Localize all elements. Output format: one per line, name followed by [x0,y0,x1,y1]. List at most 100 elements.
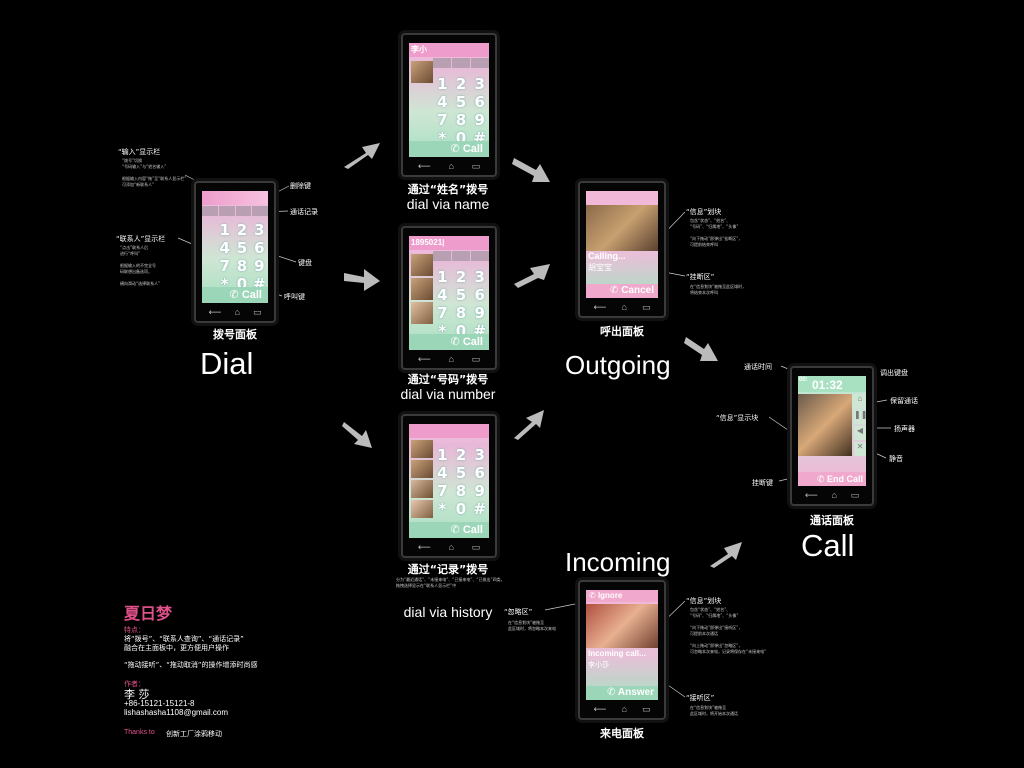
key[interactable]: 3 [254,221,265,239]
back-icon[interactable]: ⟵ [417,160,431,171]
hold-icon[interactable]: ❚❚ [854,410,866,424]
key[interactable]: 5 [236,239,248,257]
key[interactable]: 0 [455,322,467,340]
key[interactable]: 3 [474,446,485,464]
ann-call-log: 通话记录 [290,208,318,216]
keypad-icon[interactable]: ⌂ [854,394,866,408]
key[interactable]: 8 [236,257,248,275]
call-button[interactable]: ✆ Call [409,141,489,157]
key[interactable]: 4 [437,286,448,304]
key[interactable]: 6 [474,464,485,482]
key[interactable]: 4 [437,93,448,111]
input-bar[interactable] [202,191,268,205]
recent-apps-icon[interactable]: ▭ [471,160,481,171]
back-icon[interactable]: ⟵ [804,489,818,500]
key[interactable]: 4 [437,464,448,482]
home-icon[interactable]: ⌂ [448,354,454,364]
home-icon[interactable]: ⌂ [621,302,627,312]
key[interactable]: 5 [455,464,467,482]
call-caption: 通话面板 [810,514,854,527]
call-button[interactable]: ✆ Call [409,522,489,538]
key[interactable]: 1 [437,268,448,286]
key[interactable]: 8 [455,304,467,322]
key[interactable]: 2 [455,75,467,93]
ann-input-bar-note: “拨号”切换 “号码输入”与“姓名输入” 根据输入内容“拖”至“联系人显示栏” … [122,158,187,187]
key[interactable]: * [438,322,447,340]
key[interactable]: 7 [437,304,448,322]
recent-apps-icon[interactable]: ▭ [850,489,860,500]
back-icon[interactable]: ⟵ [417,541,431,552]
ignore-button[interactable]: ✆ Ignore [586,590,658,602]
back-icon[interactable]: ⟵ [208,306,222,317]
key[interactable]: 2 [236,221,248,239]
input-bar[interactable] [409,424,489,438]
keypad[interactable]: 1 2 3 4 5 6 7 8 9 * 0 # [216,221,268,293]
contact-photo[interactable] [411,61,433,83]
key[interactable]: 2 [455,446,467,464]
mute-icon[interactable]: ✕ [854,442,866,456]
home-icon[interactable]: ⌂ [831,490,837,500]
key[interactable]: 3 [474,268,485,286]
recent-apps-icon[interactable]: ▭ [641,301,651,312]
key[interactable]: 9 [474,304,485,322]
home-icon[interactable]: ⌂ [448,542,454,552]
back-icon[interactable]: ⟵ [593,301,607,312]
history-item[interactable] [411,500,433,518]
back-icon[interactable]: ⟵ [417,353,431,364]
call-title: Call [801,528,855,563]
key[interactable]: 1 [437,446,448,464]
contact-photo[interactable] [411,302,433,324]
key[interactable]: * [220,275,229,293]
key[interactable]: * [438,500,447,518]
call-controls: ⌂ ❚❚ ◀ ✕ [854,394,866,456]
history-item[interactable] [411,460,433,478]
end-call-button[interactable]: ✆ End Call [798,472,866,486]
key[interactable]: 8 [455,482,467,500]
outgoing-screen: Calling... 胡宝宝 ✆ Cancel [586,191,658,298]
key[interactable]: 7 [437,111,448,129]
home-icon[interactable]: ⌂ [621,704,627,714]
key[interactable]: 9 [474,111,485,129]
home-icon[interactable]: ⌂ [448,161,454,171]
cancel-button[interactable]: ✆ Cancel [586,284,658,298]
input-bar[interactable]: 李小 [409,43,489,57]
key[interactable]: 3 [474,75,485,93]
key[interactable]: 7 [437,482,448,500]
recent-apps-icon[interactable]: ▭ [252,306,262,317]
history-item[interactable] [411,480,433,498]
key[interactable]: * [438,129,447,147]
input-bar[interactable]: 1895021| [409,236,489,250]
history-item[interactable] [411,440,433,458]
key[interactable]: 7 [219,257,230,275]
key[interactable]: 6 [474,286,485,304]
key[interactable]: 6 [474,93,485,111]
key[interactable]: 9 [254,257,265,275]
speaker-icon[interactable]: ◀ [854,426,866,440]
key[interactable]: 5 [455,93,467,111]
recent-apps-icon[interactable]: ▭ [471,541,481,552]
recent-apps-icon[interactable]: ▭ [641,703,651,714]
answer-button[interactable]: ✆ Answer [586,686,658,700]
home-icon[interactable]: ⌂ [234,307,240,317]
key[interactable]: 0 [236,275,248,293]
contact-photo[interactable] [411,254,433,276]
key[interactable]: # [473,500,486,518]
key[interactable]: 4 [219,239,230,257]
key[interactable]: 8 [455,111,467,129]
key[interactable]: 2 [455,268,467,286]
key[interactable]: 5 [455,286,467,304]
key[interactable]: 6 [254,239,265,257]
key[interactable]: 1 [219,221,230,239]
call-button[interactable]: ✆ Call [409,334,489,350]
recent-apps-icon[interactable]: ▭ [471,353,481,364]
key[interactable]: 1 [437,75,448,93]
key[interactable]: 9 [474,482,485,500]
key[interactable]: 0 [455,129,467,147]
key[interactable]: 0 [455,500,467,518]
call-button[interactable]: ✆ Call [202,287,268,303]
back-icon[interactable]: ⟵ [593,703,607,714]
contact-photo[interactable] [411,278,433,300]
